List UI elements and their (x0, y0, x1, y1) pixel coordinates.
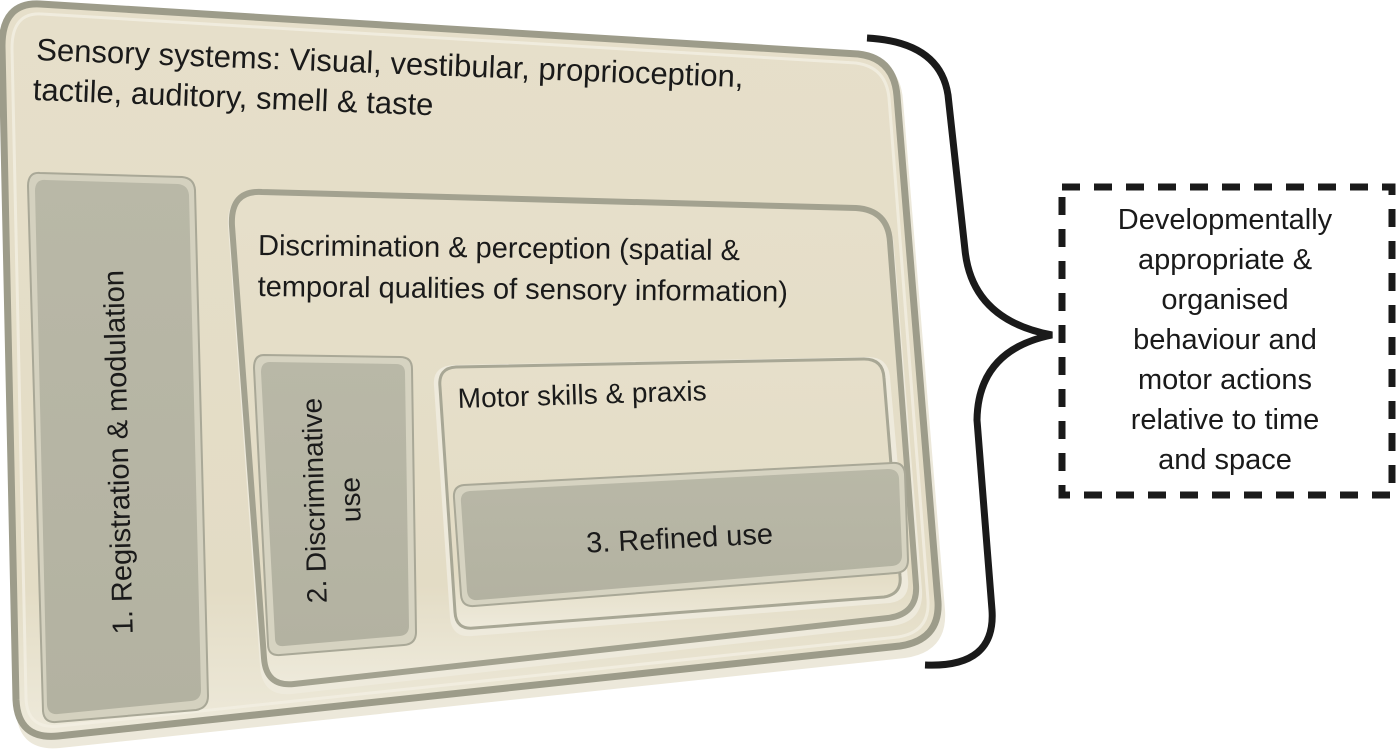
level1-box (35, 179, 201, 715)
discrimination-panel-label-line1: Discrimination & perception (spatial & (258, 230, 740, 267)
discrimination-panel-label: Discrimination & perception (spatial & t… (257, 230, 788, 309)
level2-box (261, 362, 409, 647)
curly-brace (866, 34, 1053, 669)
outcome-line: appropriate & (1137, 244, 1313, 276)
outcome-line: behaviour and (1133, 324, 1317, 356)
outer-panel-inner-highlight (10, 12, 930, 728)
outcome-text: Developmentally appropriate & organised … (1070, 200, 1380, 480)
level2-box-label-line1: 2. Discriminative (296, 397, 332, 603)
level2-box-label-line2: use (334, 477, 366, 523)
outcome-dashed-box (1058, 183, 1396, 499)
level2-box-label: 2. Discriminative use (296, 397, 366, 603)
level3-box (460, 469, 902, 601)
discrimination-panel-label-line2: temporal qualities of sensory informatio… (257, 271, 788, 309)
outcome-line: Developmentally (1117, 204, 1333, 236)
outcome-line: relative to time (1130, 404, 1320, 436)
outcome-line: and space (1158, 444, 1292, 476)
outcome-line: organised (1161, 284, 1289, 316)
outcome-line: motor actions (1137, 364, 1313, 396)
